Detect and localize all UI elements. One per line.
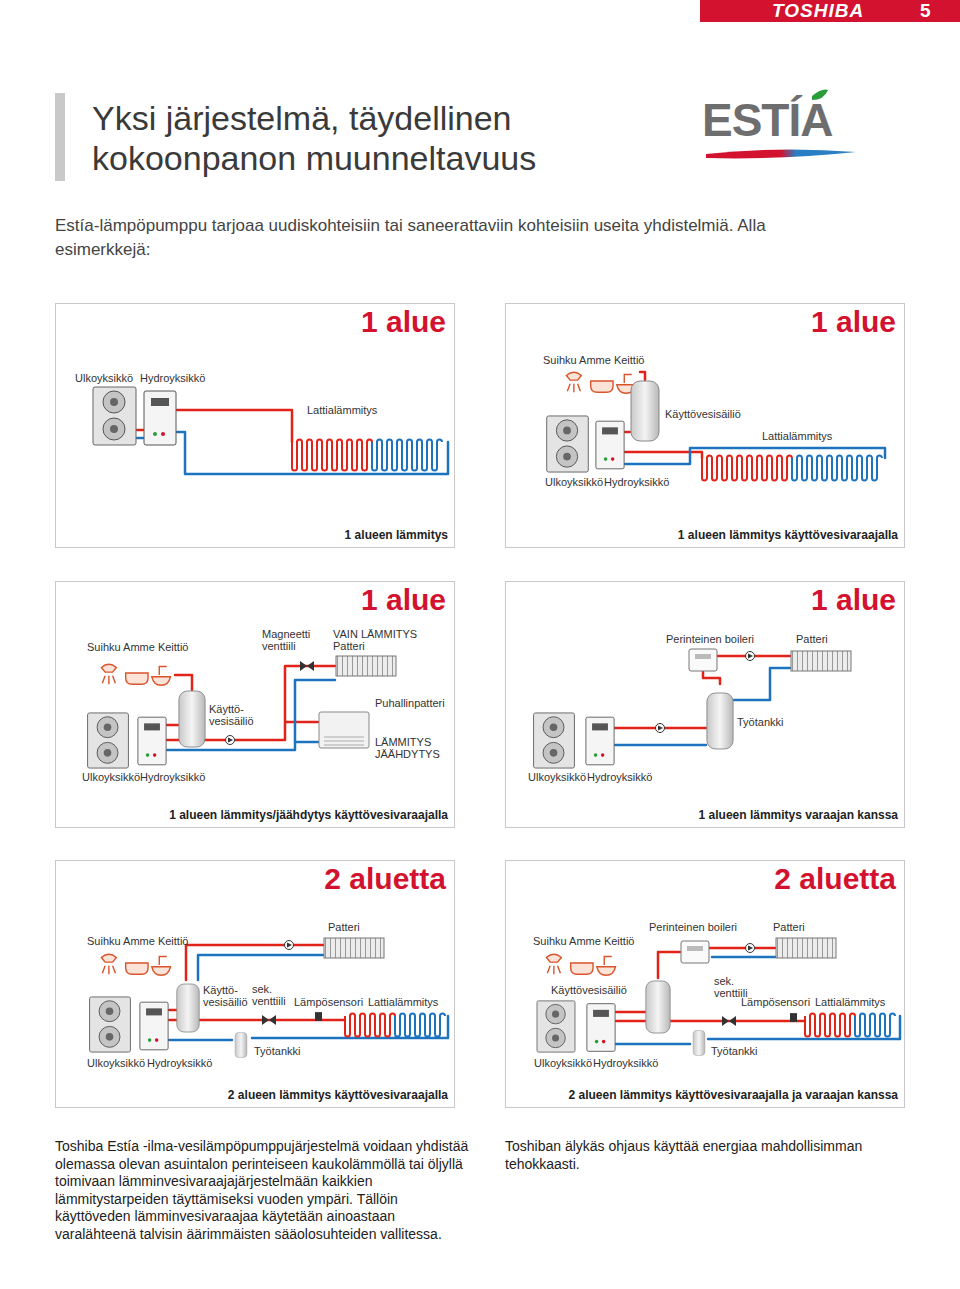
panel-caption: 1 alueen lämmitys/jäähdytys käyttövesiva… bbox=[169, 808, 448, 822]
component-label: Patteri bbox=[796, 633, 828, 645]
component-label: Lattialämmitys bbox=[762, 430, 832, 442]
component-label: Patteri bbox=[773, 921, 805, 933]
component-label: Työtankki bbox=[254, 1045, 300, 1057]
zone-heading: 1 alue bbox=[811, 583, 896, 617]
component-label: Käyttövesisäiliö bbox=[551, 984, 627, 996]
component-label: Patteri bbox=[333, 640, 365, 652]
page-number: 5 bbox=[920, 0, 931, 22]
component-label: Ulkoyksikkö bbox=[534, 1057, 592, 1069]
component-label: Perinteinen boileri bbox=[649, 921, 737, 933]
component-label: Magneetti venttiili bbox=[262, 628, 322, 652]
component-label: Käyttö- vesisäiliö bbox=[203, 984, 255, 1008]
component-label: Hydroyksikkö bbox=[593, 1057, 658, 1069]
component-label: Ulkoyksikkö bbox=[528, 771, 586, 783]
coil-stroke bbox=[792, 456, 882, 481]
component-label: Hydroyksikkö bbox=[587, 771, 652, 783]
component-label: Patteri bbox=[328, 921, 360, 933]
component-label: Lattialämmitys bbox=[307, 404, 377, 416]
panel-caption: 1 alueen lämmitys bbox=[345, 528, 448, 542]
coil-stroke bbox=[805, 1014, 855, 1037]
component-label: Hydroyksikkö bbox=[147, 1057, 212, 1069]
component-label: Lämpösensori bbox=[294, 996, 363, 1008]
component-label: Käyttövesisäiliö bbox=[665, 408, 741, 420]
component-label: Ulkoyksikkö bbox=[87, 1057, 145, 1069]
component-label: Hydroyksikkö bbox=[140, 771, 205, 783]
logo-text: ESTÍA bbox=[702, 94, 832, 146]
config-panel: 1 alue 1 alueen lämmitys varaajan kanssa bbox=[505, 581, 905, 828]
component-label: Suihku Amme Keittiö bbox=[87, 935, 189, 947]
floor-heating-coil bbox=[805, 1014, 895, 1037]
panel-caption: 2 alueen lämmitys käyttövesivaraajalla bbox=[228, 1088, 448, 1102]
component-label: Lämpösensori bbox=[741, 996, 810, 1008]
config-panel: 1 alue 1 alueen lämmitys käyttövesivaraaj… bbox=[505, 303, 905, 548]
component-label: Työtankki bbox=[737, 716, 783, 728]
coil-stroke bbox=[345, 1014, 395, 1037]
component-label: Työtankki bbox=[711, 1045, 757, 1057]
component-label: Ulkoyksikkö bbox=[75, 372, 133, 384]
component-label: Suihku Amme Keittiö bbox=[87, 641, 189, 653]
coil-stroke bbox=[372, 440, 442, 471]
floor-heating-coil bbox=[292, 440, 442, 471]
component-label: Lattialämmitys bbox=[368, 996, 438, 1008]
zone-heading: 2 aluetta bbox=[774, 862, 896, 896]
body-text: Toshiban älykäs ohjaus käyttää energiaa … bbox=[505, 1138, 915, 1173]
component-label: VAIN LÄMMITYS bbox=[333, 628, 417, 640]
component-label: Käyttö- vesisäiliö bbox=[209, 703, 265, 727]
coil-stroke bbox=[702, 456, 792, 481]
zone-heading: 1 alue bbox=[811, 305, 896, 339]
component-label: sek. venttiili bbox=[714, 975, 759, 999]
panel-caption: 1 alueen lämmitys käyttövesivaraajalla bbox=[678, 528, 898, 542]
zone-heading: 1 alue bbox=[361, 305, 446, 339]
component-label: Suihku Amme Keittiö bbox=[543, 354, 645, 366]
component-label: LÄMMITYS JÄÄHDYTYS bbox=[375, 736, 450, 760]
component-label: Suihku Amme Keittiö bbox=[533, 935, 635, 947]
page-title: Yksi järjestelmä, täydellinen kokoonpano… bbox=[92, 98, 622, 178]
component-label: Perinteinen boileri bbox=[666, 633, 754, 645]
zone-heading: 2 aluetta bbox=[324, 862, 446, 896]
coil-stroke bbox=[855, 1014, 895, 1037]
config-panel: 1 alue 1 alueen lämmitys bbox=[55, 303, 455, 548]
panel-caption: 1 alueen lämmitys varaajan kanssa bbox=[699, 808, 898, 822]
component-label: Lattialämmitys bbox=[815, 996, 885, 1008]
floor-heating-coil bbox=[702, 456, 882, 481]
body-text: Toshiba Estía -ilma-vesilämpöpumppujärje… bbox=[55, 1138, 473, 1243]
zone-heading: 1 alue bbox=[361, 583, 446, 617]
coil-stroke bbox=[292, 440, 372, 471]
component-label: Ulkoyksikkö bbox=[82, 771, 140, 783]
component-label: Hydroyksikkö bbox=[604, 476, 669, 488]
intro-text: Estía-lämpöpumppu tarjoaa uudiskohteisii… bbox=[55, 214, 815, 262]
brand-name: TOSHIBA bbox=[772, 0, 864, 22]
component-label: Ulkoyksikkö bbox=[545, 476, 603, 488]
floor-heating-coil bbox=[345, 1014, 445, 1037]
panel-caption: 2 alueen lämmitys käyttövesivaraajalla j… bbox=[568, 1088, 898, 1102]
component-label: Hydroyksikkö bbox=[140, 372, 205, 384]
component-label: Puhallinpatteri bbox=[375, 697, 445, 709]
component-label: sek. venttiili bbox=[252, 983, 297, 1007]
coil-stroke bbox=[395, 1014, 445, 1037]
